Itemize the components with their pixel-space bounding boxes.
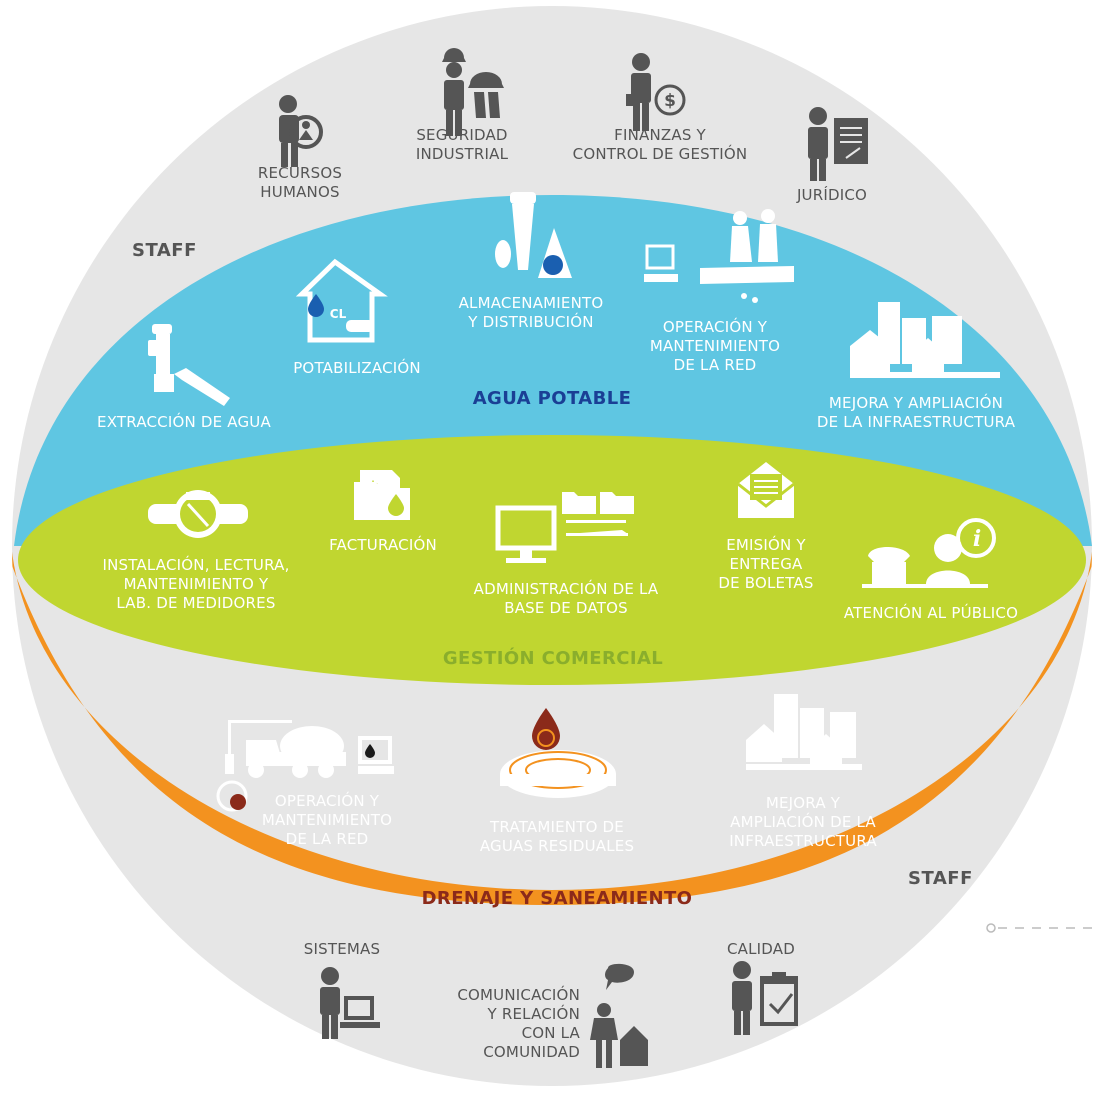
svg-text:CL: CL (330, 307, 347, 321)
calidad-icon (732, 961, 798, 1035)
comunicacion-icon (590, 963, 648, 1068)
staff-label-top: STAFF (132, 240, 197, 261)
svg-text:$: $ (664, 91, 676, 111)
drenaje-operacion-icon (216, 720, 394, 812)
extraccion-icon (148, 324, 230, 406)
extraccion-label: EXTRACCIÓN DE AGUA (97, 413, 271, 431)
sistemas-icon (320, 967, 380, 1039)
dashed-connector (986, 923, 1093, 933)
juridico-label: JURÍDICO (796, 186, 868, 204)
facturacion-label: FACTURACIÓN (329, 536, 437, 554)
agua-potable-title: AGUA POTABLE (472, 388, 632, 409)
drenaje-title: DRENAJE Y SANEAMIENTO (421, 888, 693, 909)
gestion-comercial-title: GESTIÓN COMERCIAL (442, 648, 664, 669)
juridico-icon (808, 107, 868, 181)
mejora-agua-icon (850, 302, 1000, 378)
facturacion-icon: $ (354, 470, 410, 520)
atencion-icon: i (862, 518, 996, 588)
potabilizacion-label: POTABILIZACIÓN (293, 359, 421, 377)
potabilizacion-icon: CL (295, 258, 388, 343)
boletas-icon (737, 462, 795, 518)
calidad-label: CALIDAD (726, 940, 795, 958)
sistemas-label: SISTEMAS (303, 940, 381, 958)
medidores-icon (148, 490, 248, 538)
staff-label-bottom: STAFF (908, 868, 973, 889)
tratamiento-icon (500, 708, 616, 798)
base-datos-icon (495, 492, 634, 563)
almacenamiento-icon (495, 192, 572, 278)
seguridad-industrial-icon (442, 48, 504, 136)
operacion-red-agua-icon (644, 209, 794, 303)
svg-text:i: i (973, 526, 981, 552)
mejora-drenaje-icon (746, 694, 862, 770)
atencion-label: ATENCIÓN AL PÚBLICO (843, 604, 1019, 622)
recursos-humanos-icon (279, 95, 323, 167)
gestion-comercial-band (18, 435, 1086, 685)
finanzas-icon: $ (626, 53, 686, 131)
